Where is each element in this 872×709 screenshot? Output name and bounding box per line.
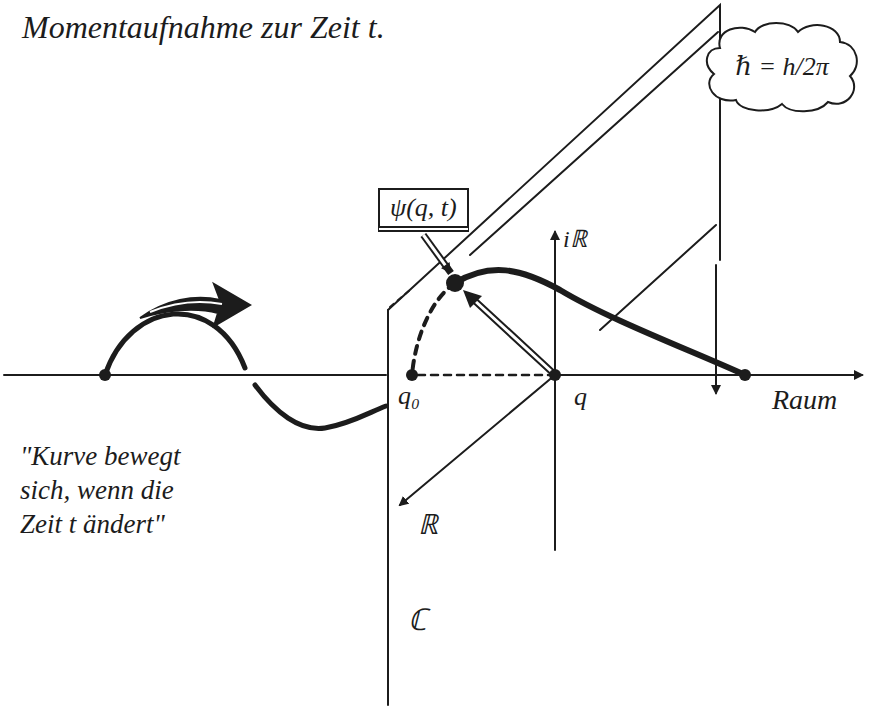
- imaginary-axis: [554, 232, 556, 375]
- dashed-curve: [412, 283, 455, 375]
- node-text: ℏ = h/2π: [735, 51, 829, 82]
- node-text: ψ(q, t): [390, 193, 457, 223]
- motion-arrow: [140, 284, 250, 326]
- point: [99, 369, 111, 381]
- point-label: q: [574, 383, 587, 412]
- wave-curve: [105, 314, 245, 375]
- formula-box: ψ(q, t): [378, 188, 469, 232]
- title: Momentaufnahme zur Zeit t.: [22, 10, 385, 45]
- axis-label: Raum: [772, 385, 837, 416]
- space-axis: [4, 374, 386, 376]
- leader-arrow: [423, 235, 451, 273]
- point: [446, 274, 464, 292]
- plane-label: ℂ: [408, 603, 427, 636]
- point: [406, 369, 418, 381]
- cloud-outline: [707, 23, 857, 111]
- leader-head: [441, 262, 451, 273]
- plane-line: [470, 32, 718, 255]
- plane-line: [715, 265, 717, 393]
- point: [549, 369, 561, 381]
- value-vector: [474, 300, 552, 372]
- plane-line: [600, 225, 716, 330]
- value-vector: [474, 300, 552, 372]
- wave-curve: [455, 270, 745, 375]
- point-label: q₀: [398, 382, 420, 411]
- motion-arrow: [150, 302, 222, 312]
- plane-edge: [387, 310, 389, 705]
- space-axis: [555, 374, 862, 376]
- real-axis: [400, 375, 555, 505]
- plane-line: [554, 380, 556, 550]
- space-axis: [418, 374, 550, 377]
- wave-curve: [255, 385, 386, 429]
- note-text: "Kurve bewegt sich, wenn die Zeit t ände…: [20, 440, 220, 541]
- axis-label: iℝ: [563, 226, 587, 252]
- plane-edge: [390, 290, 410, 307]
- point: [739, 369, 751, 381]
- axis-label: ℝ: [418, 510, 438, 541]
- note-cloud: ℏ = h/2π: [700, 18, 864, 114]
- leader-line: [423, 235, 451, 273]
- leader-line: [423, 235, 447, 267]
- value-vector: [463, 290, 482, 308]
